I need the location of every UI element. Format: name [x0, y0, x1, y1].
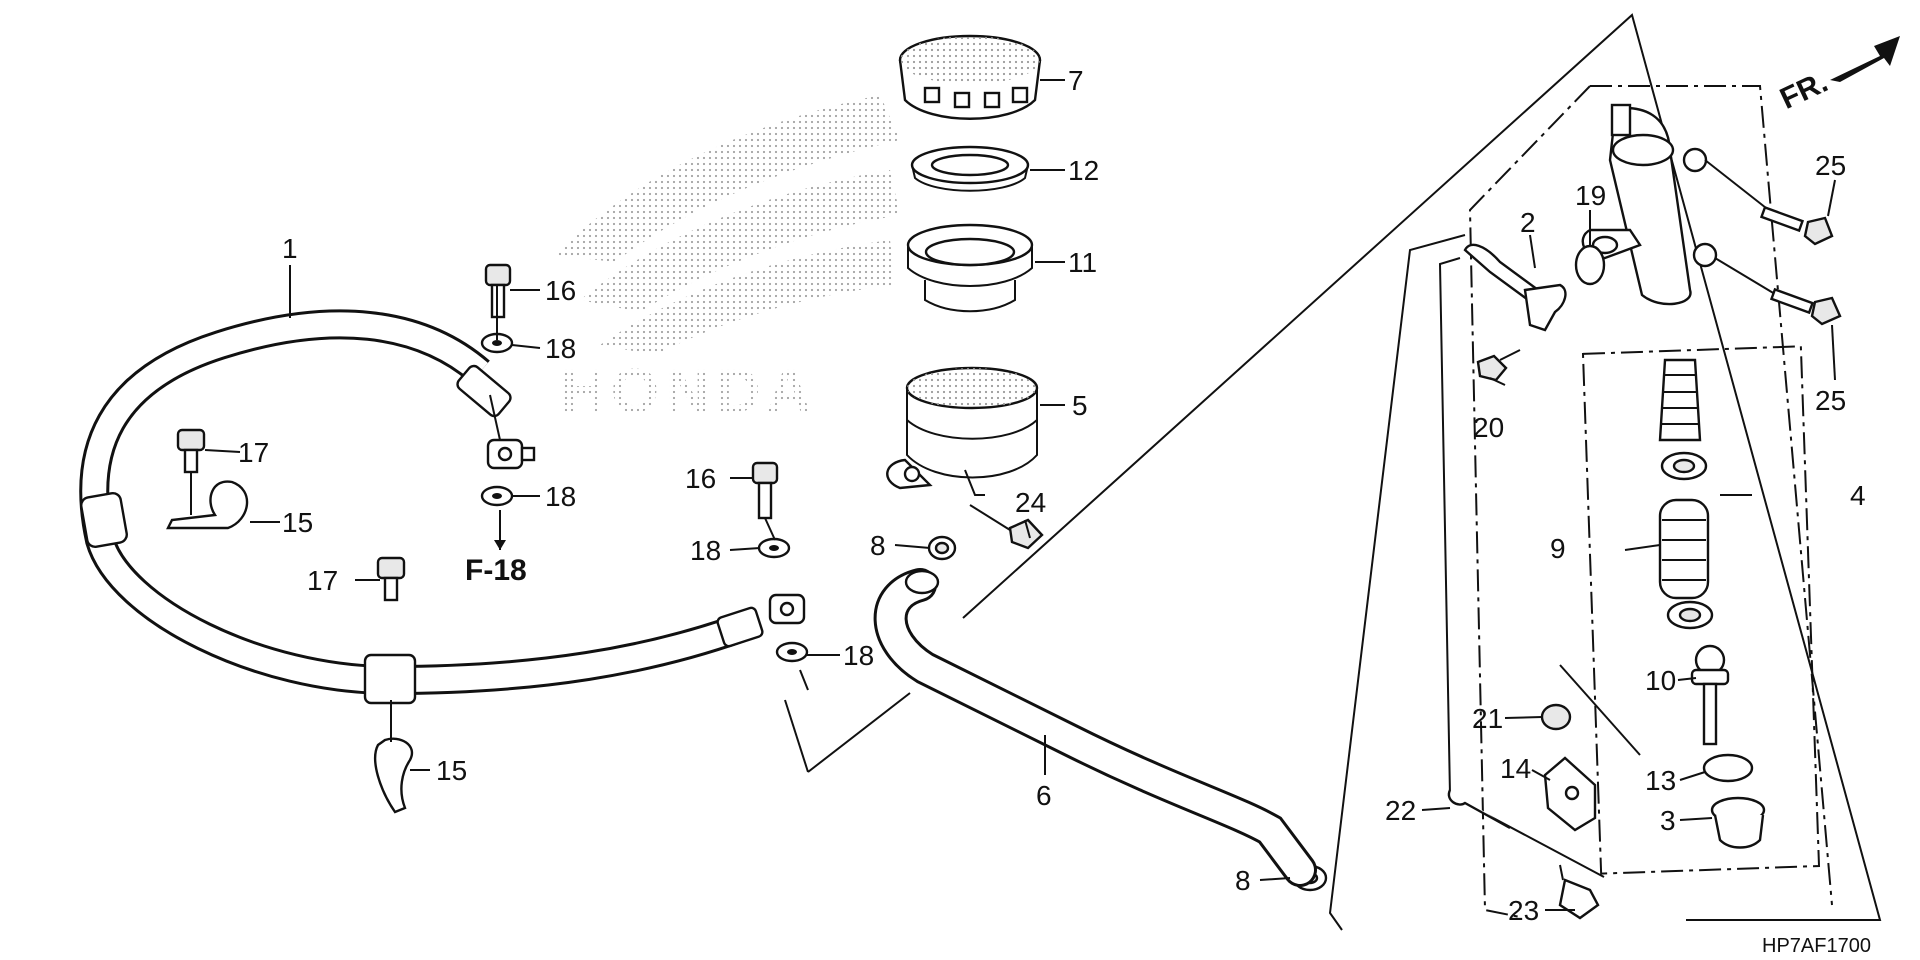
joint-pin	[1558, 864, 1600, 920]
o-ring	[1574, 244, 1606, 286]
callout-leader-lines	[204, 79, 1836, 911]
hose-clamp-bracket-upper	[166, 472, 249, 530]
callout-9: 9	[1550, 533, 1566, 564]
callout-12: 12	[1068, 155, 1099, 186]
callout-21: 21	[1472, 703, 1503, 734]
push-rod-clevis	[1543, 756, 1597, 832]
callout-18-c: 18	[690, 535, 721, 566]
joint-fitting	[1463, 243, 1567, 332]
callout-17-lower: 17	[307, 565, 338, 596]
mounting-bolt-lower	[1714, 257, 1842, 326]
callout-1: 1	[282, 233, 298, 264]
watermark-logo: HONDA	[555, 95, 900, 426]
reference-label: F-18	[465, 554, 527, 587]
assembly-outline-lines	[784, 13, 1882, 931]
callout-labels: 1 2 3 4 5 6 7 8 8 9 10 11 12 13 14 15 15…	[238, 65, 1871, 957]
callout-7: 7	[1068, 65, 1084, 96]
callout-23: 23	[1508, 895, 1539, 926]
callout-3: 3	[1660, 805, 1676, 836]
callout-4: 4	[1850, 480, 1866, 511]
hose-clamp-upper	[927, 535, 957, 561]
drawing-code: HP7AF1700	[1762, 935, 1871, 957]
callout-15-lower: 15	[436, 755, 467, 786]
callout-15-upper: 15	[282, 507, 313, 538]
lock-nut	[1702, 753, 1754, 783]
reservoir	[886, 366, 1039, 496]
piston-set	[1658, 358, 1714, 630]
callout-18-b: 18	[545, 481, 576, 512]
hose-clamp-bracket-lower	[373, 700, 414, 814]
joint-nut	[1540, 703, 1572, 731]
banjo-bolt-lower	[751, 461, 779, 520]
banjo-fitting-upper	[486, 438, 536, 470]
clamp-bolt-upper	[176, 428, 206, 474]
callout-2: 2	[1520, 207, 1536, 238]
callout-5: 5	[1072, 390, 1088, 421]
callout-19: 19	[1575, 180, 1606, 211]
callout-8-lower: 8	[1235, 865, 1251, 896]
callout-20: 20	[1473, 412, 1504, 443]
front-label: FR.	[1775, 66, 1833, 116]
callout-17-upper: 17	[238, 437, 269, 468]
front-arrow-icon	[1830, 36, 1900, 82]
brake-hose	[79, 309, 764, 705]
front-direction-indicator: FR.	[1775, 36, 1900, 116]
callout-8-upper: 8	[870, 530, 886, 561]
watermark-text: HONDA	[560, 357, 817, 426]
callout-10: 10	[1645, 665, 1676, 696]
mounting-bolt-upper	[1704, 159, 1834, 246]
callout-24: 24	[1015, 487, 1046, 518]
callout-16-lower: 16	[685, 463, 716, 494]
joint-screw	[1476, 349, 1521, 382]
callout-25-lower: 25	[1815, 385, 1846, 416]
dust-boot	[1710, 796, 1766, 849]
reservoir-hose	[873, 568, 1317, 887]
reservoir-cap	[898, 34, 1042, 120]
callout-13: 13	[1645, 765, 1676, 796]
callout-16-upper: 16	[545, 275, 576, 306]
callout-22: 22	[1385, 795, 1416, 826]
callout-14: 14	[1500, 753, 1531, 784]
callout-6: 6	[1036, 780, 1052, 811]
push-rod	[1690, 644, 1730, 746]
reservoir-plate	[910, 145, 1030, 192]
callout-18-a: 18	[545, 333, 576, 364]
reservoir-diaphragm	[906, 223, 1034, 313]
callout-18-d: 18	[843, 640, 874, 671]
clamp-bolt-lower	[376, 556, 406, 602]
cotter-pin	[1447, 789, 1511, 830]
reference-arrow-icon	[494, 540, 506, 550]
callout-11: 11	[1068, 247, 1097, 278]
callout-25-upper: 25	[1815, 150, 1846, 181]
sealing-washers	[480, 332, 809, 663]
banjo-fitting-lower	[768, 593, 806, 625]
